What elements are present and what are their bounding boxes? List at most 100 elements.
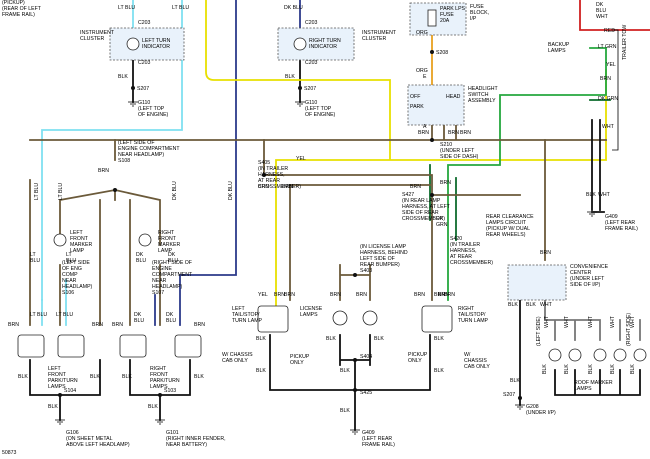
label-wht-cc: WHT: [540, 302, 553, 308]
ground-g208: [515, 404, 525, 410]
wire-blk-front: [29, 359, 191, 421]
label-a-label: A: [423, 124, 427, 130]
label-s210: S210: [440, 142, 452, 148]
right-turn-indicator-bulb: [293, 37, 307, 51]
label-s104: S104: [64, 388, 76, 394]
label-blk-b2: BLK: [90, 374, 100, 380]
wire-lt-blu-left-feed: [41, 0, 183, 301]
label-lt-blu-4: LT BLU: [58, 183, 64, 200]
label-wht-m5: WHT: [630, 315, 636, 328]
label-s103: S103: [164, 388, 176, 394]
park-lps-fuse: [427, 9, 437, 27]
wire-red: [579, 0, 650, 31]
label-brn-l1: BRN: [330, 292, 341, 298]
label-brn-r: BRN: [600, 76, 611, 82]
label-brn-sw-3: BRN: [460, 130, 471, 136]
label-brn-l3: BRN: [284, 292, 295, 298]
label-brn-tail3: BRN: [438, 292, 449, 298]
splice-s405: [262, 173, 266, 177]
license-lamp-left: [332, 310, 348, 326]
splice-s404: [353, 358, 357, 362]
label-blk-t6: BLK: [340, 368, 350, 374]
label-c203-d: C203: [305, 60, 318, 66]
ground-g101: [155, 419, 165, 425]
label-brn-tail4: BRN: [444, 292, 455, 298]
left-front-park-turn-lamp-a: [17, 334, 45, 358]
label-pickup-top: (PICKUP): [2, 0, 25, 6]
right-front-park-turn-lamp-a: [119, 334, 147, 358]
convenience-center-box: [507, 264, 567, 301]
label-blk-b6: BLK: [148, 404, 158, 410]
label-brn-mid3: BRN: [410, 184, 421, 190]
left-front-marker-lamp: [53, 233, 67, 247]
label-yel-mid: YEL: [296, 156, 306, 162]
label-brn-b1: BRN: [8, 322, 19, 328]
label-blk-1: BLK: [118, 74, 128, 80]
label-s207-a: S207: [137, 86, 149, 92]
label-dk-blu-2: DK BLU: [172, 181, 178, 200]
label-c203-a: C203: [138, 20, 151, 26]
splice-s425: [353, 388, 357, 392]
label-blk-b5: BLK: [48, 404, 58, 410]
label-brn-mid2: BRN: [282, 184, 293, 190]
label-blk-b3: BLK: [122, 374, 132, 380]
splice-s210: [430, 138, 434, 142]
license-lamp-right: [362, 310, 378, 326]
label-wht-m3: WHT: [588, 315, 594, 328]
ground-g106: [55, 419, 65, 425]
label-brn-tail1: BRN: [274, 292, 285, 298]
label-blk-t4: BLK: [434, 336, 444, 342]
splice-s103: [158, 393, 162, 397]
label-blk-m2: BLK: [564, 364, 570, 374]
label-lt-blu-1: LT BLU: [118, 5, 135, 11]
label-brn-sw-2: BRN: [448, 130, 459, 136]
splice-s108: [113, 188, 117, 192]
label-brn-b3: BRN: [112, 322, 123, 328]
label-lt-blu-b1: LT BLU: [30, 312, 47, 318]
label-wht-m4: WHT: [610, 315, 616, 328]
roof-marker-lamp-5: [633, 348, 647, 362]
label-left-side-m: (LEFT SIDE): [536, 316, 542, 346]
label-blk-m4: BLK: [610, 364, 616, 374]
label-brn-l4: BRN: [414, 292, 425, 298]
label-brn-sw-1: BRN: [418, 130, 429, 136]
label-blk-t3: BLK: [374, 336, 384, 342]
label-s404: S404: [360, 354, 372, 360]
instrument-cluster-left-box: [109, 27, 185, 61]
label-blk-t7: BLK: [434, 368, 444, 374]
left-turn-indicator-bulb: [126, 37, 140, 51]
wire-blk-trailer: [591, 119, 605, 213]
label-brn-l2: BRN: [356, 292, 367, 298]
roof-marker-lamp-4: [613, 348, 627, 362]
right-tail-stop-turn-lamp: [421, 305, 453, 333]
label-s208: S208: [436, 50, 448, 56]
right-front-marker-lamp: [138, 233, 152, 247]
